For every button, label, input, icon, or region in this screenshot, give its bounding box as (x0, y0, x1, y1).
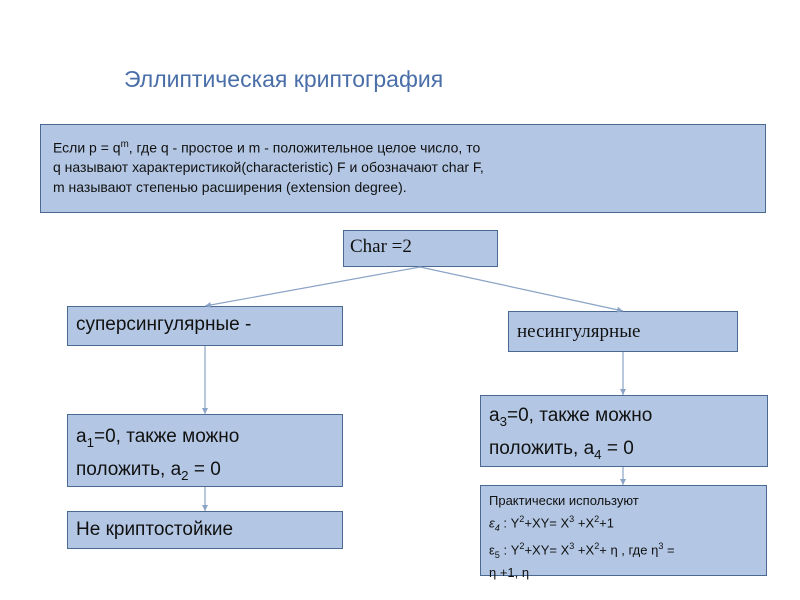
supersingular-node: суперсингулярные - (67, 306, 343, 346)
nonsingular-node: несингулярные (508, 311, 738, 352)
not-cryptoresistant-node: Не криптостойкие (67, 511, 343, 549)
curve-eps5: ε5 : Y2+XY= X3 +X2+ η , где η3 = (489, 540, 675, 560)
definition-box: Если p = qm, где q - простое и m - полож… (40, 124, 766, 213)
arrow-root-to-nonsingular (419, 266, 624, 313)
supersingular-condition-node: a1=0, также можно положить, a2 = 0 (67, 414, 343, 487)
curve-eps5-continued: η +1, η (489, 564, 530, 580)
curve-eps4: ε4 : Y2+XY= X3 +X2+1 (489, 514, 614, 533)
practice-heading: Практически используют (489, 493, 639, 508)
nonsingular-condition-node: a3=0, также можно положить, a4 = 0 (480, 395, 768, 467)
definition-line-1: Если p = qm, где q - простое и m - полож… (53, 139, 481, 156)
definition-line-3: m называют степенью расширения (extensio… (53, 178, 407, 195)
arrow-root-to-supersingular (204, 266, 421, 308)
page-title: Эллиптическая криптография (124, 66, 444, 92)
practice-curves-node: Практически используют ε4 : Y2+XY= X3 +X… (480, 485, 767, 580)
definition-line-2: q называют характеристикой(characteristi… (53, 159, 484, 176)
